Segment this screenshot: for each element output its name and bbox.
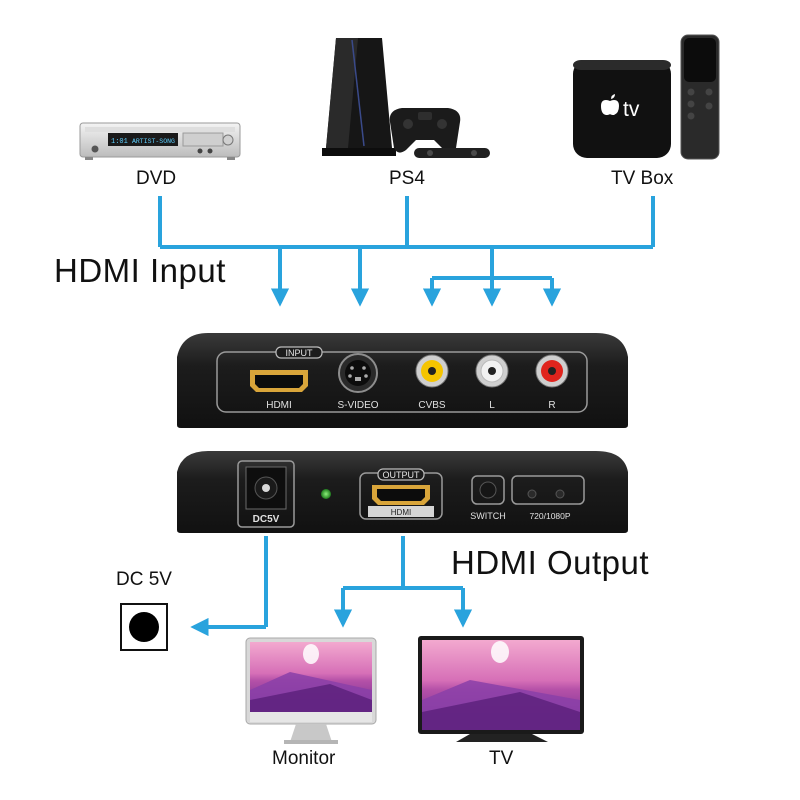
display-label-tv: TV (489, 748, 514, 769)
port-label-cvbs: CVBS (418, 400, 446, 411)
power-jack-icon (120, 603, 168, 651)
dvd-display-text: ARTIST-SONG (132, 138, 175, 145)
hdmi-output-heading: HDMI Output (451, 544, 650, 581)
converter-output-side (177, 451, 628, 533)
port-label-l: L (489, 400, 495, 411)
port-label-svideo: S-VIDEO (337, 400, 378, 411)
dvd-player-icon (79, 122, 241, 160)
monitor-icon (245, 637, 377, 744)
dvd-display-digits: 1:01 (111, 138, 128, 146)
apple-tv-box-icon: tv (573, 34, 720, 160)
ps4-console-icon (322, 38, 490, 158)
source-label-ps4: PS4 (389, 168, 425, 189)
tv-box-brand: tv (623, 98, 640, 121)
port-label-dc5v: DC5V (253, 514, 280, 525)
input-arrows (158, 196, 655, 307)
hdmi-input-heading: HDMI Input (54, 252, 226, 289)
power-label: DC 5V (116, 569, 172, 590)
port-label-hdmi-out: HDMI (391, 508, 411, 517)
input-badge: INPUT (286, 348, 314, 358)
resolution-label: 720/1080P (529, 511, 570, 521)
source-label-dvd: DVD (136, 168, 177, 189)
converter-input-side (177, 333, 628, 428)
output-arrows (190, 536, 473, 637)
switch-label: SWITCH (470, 511, 506, 521)
port-label-r: R (548, 400, 555, 411)
tv-icon (418, 636, 584, 742)
display-label-monitor: Monitor (272, 748, 336, 769)
port-label-hdmi: HDMI (266, 400, 292, 411)
source-label-tv-box: TV Box (611, 168, 674, 189)
output-badge: OUTPUT (383, 470, 421, 480)
